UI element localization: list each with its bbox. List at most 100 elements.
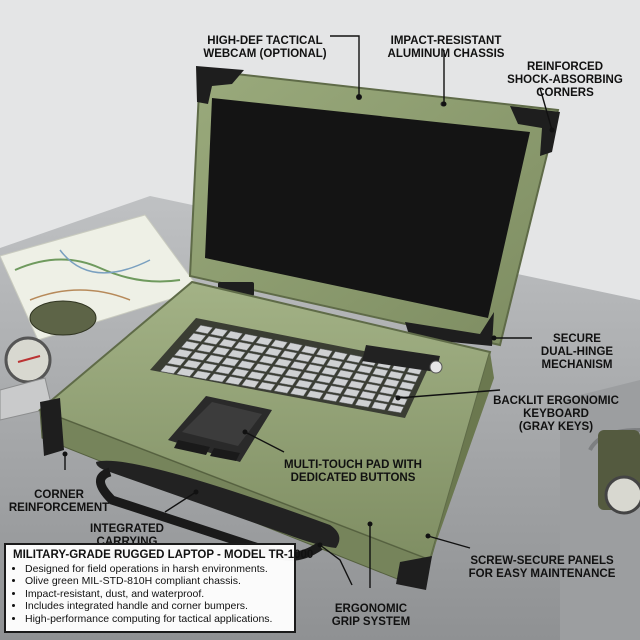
base-corner-bumper-fl [40,398,64,456]
status-panel [362,345,440,372]
keyboard-key [367,375,385,385]
keyboard-key [218,338,237,348]
keyboard-key [233,341,252,351]
right-compass-dial [604,475,640,515]
keyboard-key [295,353,313,363]
keyboard-key [227,349,246,359]
keyboard-key [315,348,333,358]
keyboard-key [327,385,345,395]
spec-item: Includes integrated handle and corner bu… [25,600,287,612]
keyboard-key [225,330,243,340]
keyboard-key [189,351,209,361]
keyboard-key [379,386,396,395]
keyboard-key [289,387,308,397]
keyboard-key [336,369,354,379]
keyboard-key [237,360,256,370]
keyboard-key [280,350,298,360]
leader-touchpad [244,431,285,453]
spec-item: High-performance computing for tactical … [25,613,287,625]
keyboard-key [166,356,186,366]
keyboard-key [402,373,419,383]
keyboard-key [240,333,258,343]
leader-lines [64,35,553,588]
map-road [29,289,131,301]
keyboard-key [264,347,283,357]
spec-item: Olive green MIL-STD-810H compliant chass… [25,575,287,587]
handle-strap [96,467,323,561]
keyboard-key [311,382,329,392]
keyboard-key [343,388,361,397]
keyboard-key [221,357,240,367]
keyboard-key [338,396,356,405]
keyboard-key [224,376,244,386]
compass-case [29,300,97,336]
keyboard-key [289,361,308,370]
keyboard-key [391,396,408,406]
keyboard-key [257,381,276,391]
keyboard-key [258,355,277,365]
keyboard-key [208,373,228,383]
leader-grip [319,544,353,586]
laptop-screen [205,98,530,318]
keyboard-key [285,342,303,352]
keyboard-key [270,339,288,349]
keyboard-key [210,327,229,337]
keyboard-key [196,343,215,353]
keyboard-key [263,374,281,383]
map-contour [14,258,181,283]
keyboard-key [356,364,374,374]
keyboard-key [284,369,303,378]
keyboard-key [243,352,262,362]
keyboard-key [399,381,416,391]
keyboard-key [183,359,202,369]
compass-needle [17,355,41,363]
leader-corners [539,87,553,131]
keyboard-key [359,391,376,400]
keyboard-key [180,340,200,350]
keyboard-key [231,368,250,378]
leader-panels [427,535,471,549]
map-river [59,249,151,274]
keyboard-key [252,363,271,373]
keyboard-key [199,362,218,372]
keyboard-well [150,318,430,418]
touchpad-left-button [174,440,210,455]
keyboard-key [347,380,365,390]
keyboard-key [160,364,180,374]
keyboard-key [383,378,400,388]
keyboard-key [363,383,381,393]
keyboard-key [300,345,318,355]
touchpad-right-button [210,448,240,461]
keyboard-key [205,354,224,364]
leader-dots [62,94,555,548]
laptop-base-side [420,352,494,588]
keyboard-key [279,376,297,386]
keyboard-key [203,335,222,345]
base-corner-bumper-fr [396,556,432,590]
spec-item: Impact-resistant, dust, and waterproof. [25,588,287,600]
keyboard-key [354,398,372,408]
keyboard-key [295,379,313,389]
keyboard-key [310,356,328,366]
keyboard-key [268,366,287,375]
keyboard-key [321,366,339,376]
spec-item: Designed for field operations in harsh e… [25,563,287,575]
spec-box: MILITARY-GRADE RUGGED LAPTOP - MODEL TR-… [4,543,313,633]
power-button [429,360,443,374]
keyboard-key [300,371,318,381]
keyboard-key [352,372,369,382]
keyboard-key [274,358,292,368]
keyboard-key [273,384,292,394]
spec-list: Designed for field operations in harsh e… [13,563,287,625]
keyboard-key [249,344,268,354]
keyboard-key [305,364,323,373]
